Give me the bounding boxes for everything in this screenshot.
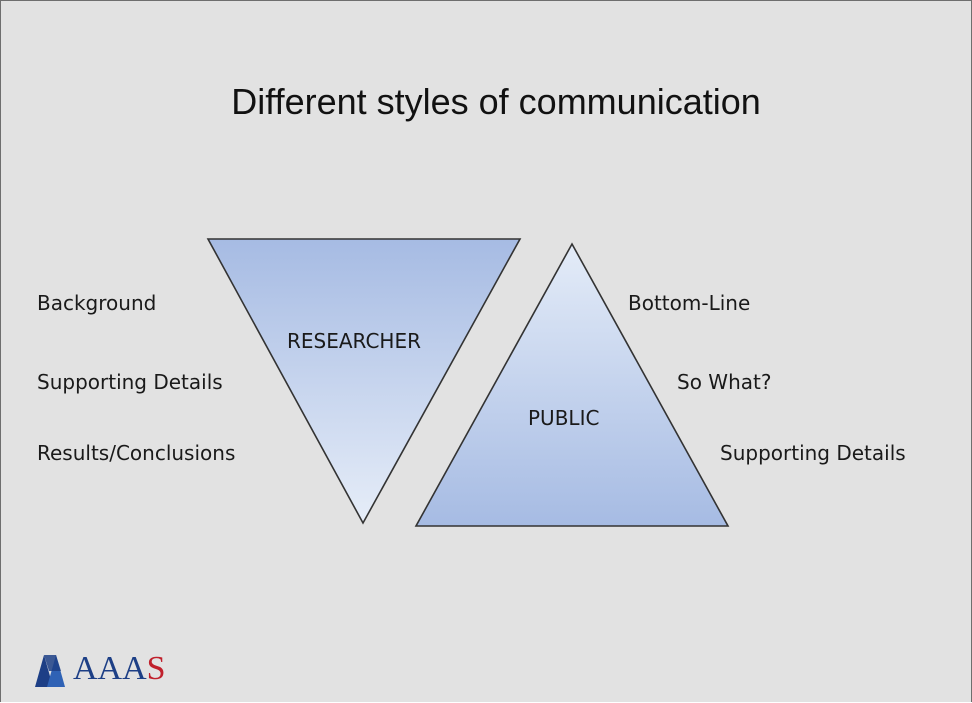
- right-item-so-what: So What?: [677, 370, 772, 394]
- right-item-bottom-line: Bottom-Line: [628, 291, 751, 315]
- aaas-logo: AAAS: [35, 645, 166, 693]
- left-item-results-conclusions: Results/Conclusions: [37, 441, 236, 465]
- right-item-supporting-details: Supporting Details: [720, 441, 906, 465]
- public-triangle: [414, 242, 730, 527]
- researcher-label: RESEARCHER: [287, 329, 421, 353]
- aaas-logo-text: AAAS: [73, 650, 166, 687]
- left-item-background: Background: [37, 291, 157, 315]
- aaas-logo-icon: [35, 655, 65, 687]
- slide-title: Different styles of communication: [231, 81, 761, 122]
- researcher-triangle: [206, 238, 522, 525]
- left-item-supporting-details: Supporting Details: [37, 370, 223, 394]
- public-label: PUBLIC: [528, 406, 600, 430]
